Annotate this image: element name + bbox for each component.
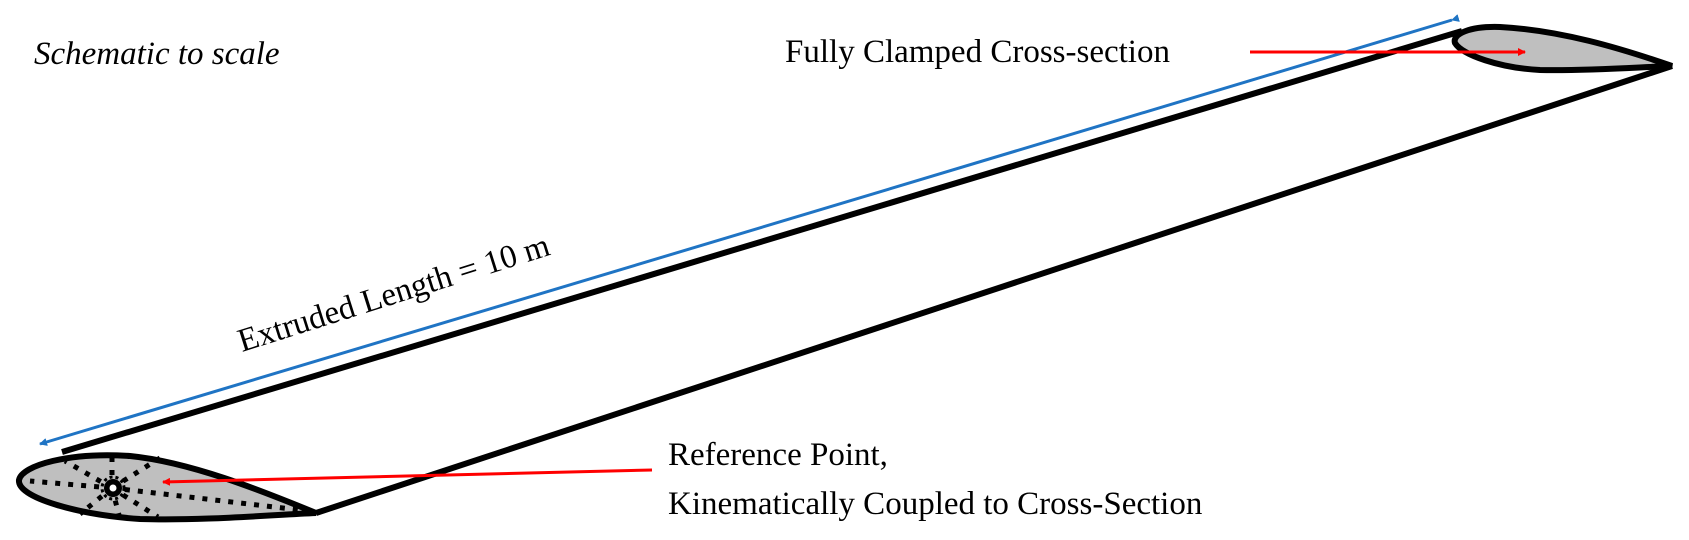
reference-label-line2: Kinematically Coupled to Cross-Section [668,486,1202,522]
reference-point-icon [100,475,126,501]
extrusion-top-edge [61,28,1463,455]
clamped-label: Fully Clamped Cross-section [785,34,1170,70]
extrusion-bottom-edge [315,63,1673,516]
length-dimension-arrow [39,14,1460,446]
reference-label-line1: Reference Point, [668,437,888,473]
schematic-title: Schematic to scale [34,36,280,72]
length-label: Extruded Length = 10 m [234,228,555,360]
coupling-lines [29,455,301,520]
reference-cross-section [16,452,318,523]
clamped-cross-section [1451,23,1673,74]
reference-pointer-arrow [162,468,653,486]
